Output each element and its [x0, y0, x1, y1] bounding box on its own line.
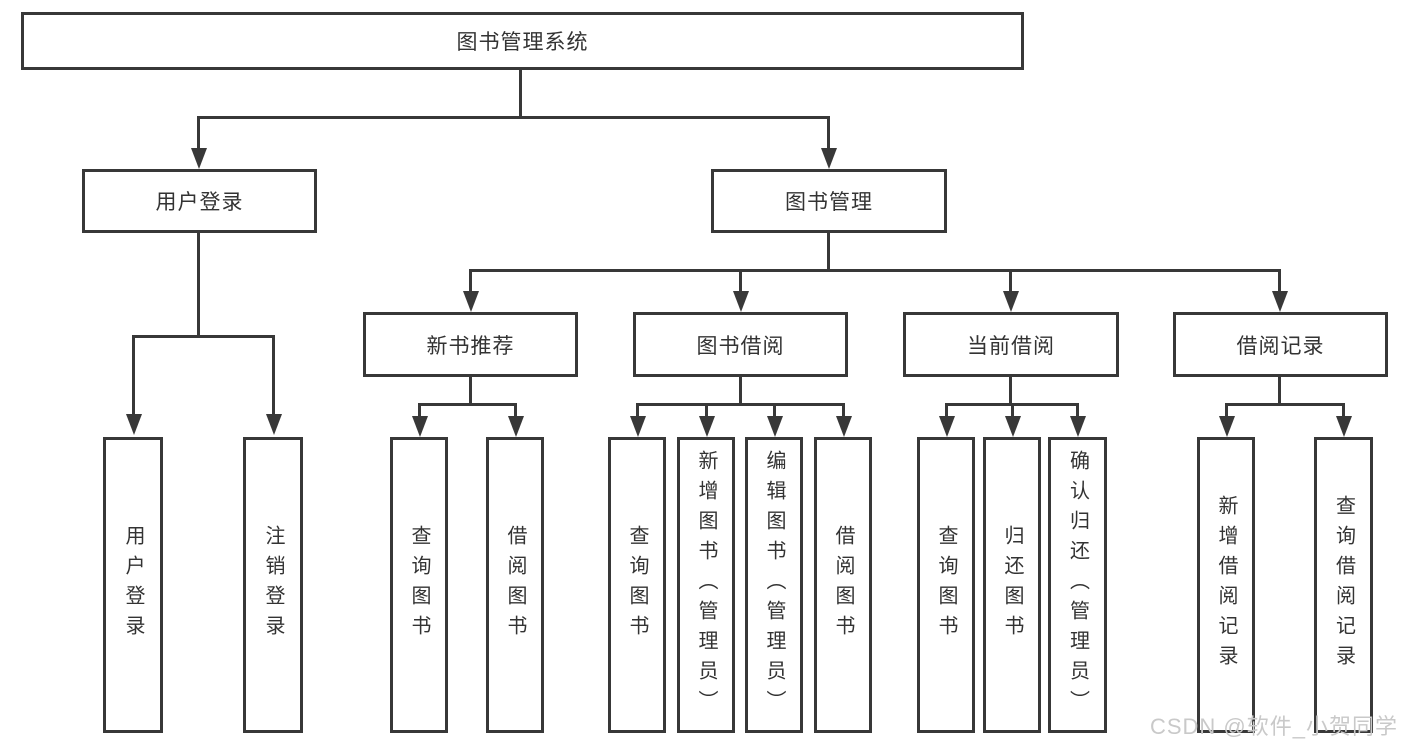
arrow-head [463, 291, 479, 312]
connector-line [1342, 403, 1345, 417]
arrow-head [1070, 416, 1086, 437]
connector-line [469, 269, 472, 292]
arrow-head [836, 416, 852, 437]
node-user-login: 用户登录 [82, 169, 317, 233]
leaf-current-confirm-return-admin: 确认归还（管理员） [1048, 437, 1107, 733]
connector-line [514, 403, 517, 417]
leaf-current-query-book: 查询图书 [917, 437, 975, 733]
arrow-head [126, 414, 142, 435]
leaf-current-return-book: 归还图书 [983, 437, 1041, 733]
leaf-user-login: 用户登录 [103, 437, 163, 733]
connector-line [418, 403, 421, 417]
connector-line [1011, 403, 1014, 417]
connector-line [705, 403, 708, 417]
connector-line [739, 269, 742, 292]
connector-line [1009, 269, 1012, 292]
connector-line [827, 233, 830, 271]
arrow-head [1219, 416, 1235, 437]
connector-line [132, 335, 135, 415]
connector-line [132, 335, 274, 338]
leaf-borrow-query-book: 查询图书 [608, 437, 666, 733]
connector-line [1225, 403, 1345, 406]
arrow-head [508, 416, 524, 437]
connector-line [773, 403, 776, 417]
arrow-head [767, 416, 783, 437]
connector-line [1225, 403, 1228, 417]
connector-line [1278, 269, 1281, 292]
arrow-head [266, 414, 282, 435]
connector-line [519, 70, 522, 118]
connector-line [1278, 377, 1281, 406]
arrow-head [733, 291, 749, 312]
arrow-head [939, 416, 955, 437]
connector-line [469, 269, 1281, 272]
arrow-head [821, 148, 837, 169]
connector-line [1076, 403, 1079, 417]
leaf-borrow-borrow-book: 借阅图书 [814, 437, 872, 733]
leaf-newbook-borrow-book: 借阅图书 [486, 437, 544, 733]
arrow-head [630, 416, 646, 437]
csdn-watermark: CSDN @软件_小贺同学 [1149, 714, 1398, 739]
connector-line [197, 116, 830, 119]
arrow-head [1336, 416, 1352, 437]
leaf-newbook-query-book: 查询图书 [390, 437, 448, 733]
arrow-head [191, 148, 207, 169]
connector-line [197, 233, 200, 337]
arrow-head [1005, 416, 1021, 437]
connector-line [197, 116, 200, 149]
node-book-management: 图书管理 [711, 169, 947, 233]
arrow-head [1003, 291, 1019, 312]
arrow-head [1272, 291, 1288, 312]
arrow-head [412, 416, 428, 437]
node-current-borrow: 当前借阅 [903, 312, 1119, 377]
connector-line [469, 377, 472, 406]
node-new-book-recommend: 新书推荐 [363, 312, 578, 377]
arrow-head [699, 416, 715, 437]
leaf-borrow-edit-book-admin: 编辑图书（管理员） [745, 437, 803, 733]
leaf-record-query-borrow-record: 查询借阅记录 [1314, 437, 1373, 733]
leaf-borrow-add-book-admin: 新增图书（管理员） [677, 437, 735, 733]
node-book-borrow: 图书借阅 [633, 312, 848, 377]
connector-line [636, 403, 845, 406]
connector-line [945, 403, 948, 417]
leaf-logout: 注销登录 [243, 437, 303, 733]
connector-line [418, 403, 517, 406]
connector-line [1009, 377, 1012, 406]
node-borrow-record: 借阅记录 [1173, 312, 1388, 377]
connector-line [842, 403, 845, 417]
connector-line [272, 335, 275, 415]
connector-line [739, 377, 742, 406]
connector-line [636, 403, 639, 417]
leaf-record-add-borrow-record: 新增借阅记录 [1197, 437, 1255, 733]
node-root-library-management-system: 图书管理系统 [21, 12, 1024, 70]
connector-line [827, 116, 830, 149]
